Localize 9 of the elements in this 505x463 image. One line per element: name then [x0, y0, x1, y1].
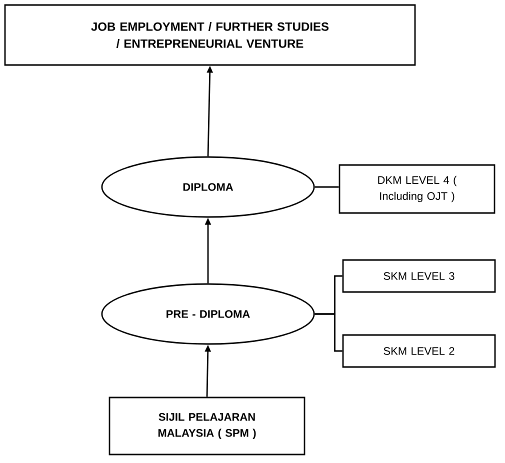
ellipse-node: PRE - DIPLOMA — [101, 283, 315, 345]
text-box: SKM LEVEL 3 — [342, 259, 496, 293]
connector — [314, 313, 342, 352]
text-box: DKM LEVEL 4 ( Including OJT ) — [338, 164, 496, 214]
text-box: SKM LEVEL 2 — [342, 334, 496, 368]
ellipse-node: DIPLOMA — [101, 156, 315, 218]
connector — [314, 186, 339, 188]
text-box: SIJIL PELAJARAN MALAYSIA ( SPM ) — [108, 396, 306, 456]
text-box: JOB EMPLOYMENT / FURTHER STUDIES / ENTREPRENEURIAL VENTURE — [4, 4, 416, 66]
